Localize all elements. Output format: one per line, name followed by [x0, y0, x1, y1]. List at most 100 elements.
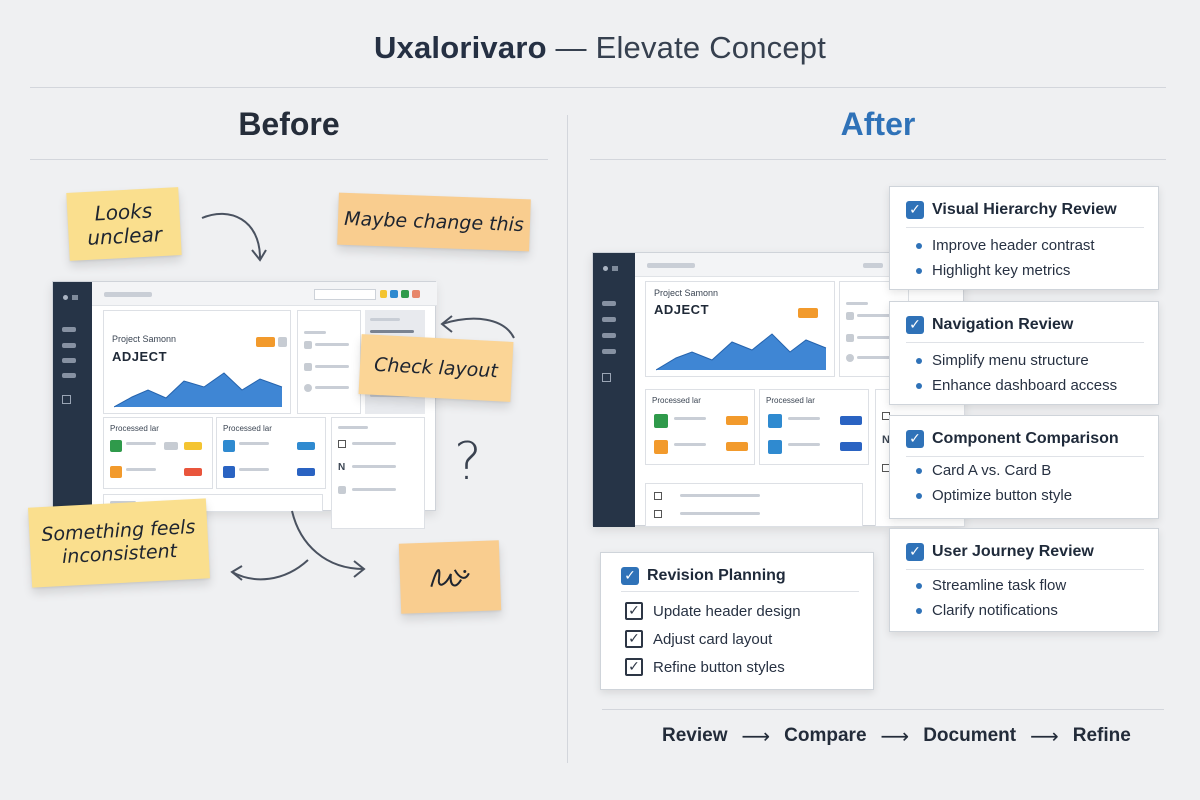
stat-chip-navy — [840, 442, 862, 451]
flow-step-refine: Refine — [1072, 725, 1131, 746]
visual-hierarchy-panel: ✓ Visual Hierarchy Review Improve header… — [889, 186, 1159, 290]
stat-icon-blue — [768, 414, 782, 428]
task-n-icon: N — [338, 462, 346, 473]
list-card-header — [304, 331, 326, 334]
topbar-title-bar — [647, 263, 695, 268]
list-card-header — [846, 302, 868, 305]
topbar-title-bar — [104, 292, 152, 297]
panel-list: Improve header contrast Highlight key me… — [916, 233, 1095, 283]
stat-icon-green — [654, 414, 668, 428]
list-item-icon — [304, 341, 312, 349]
dashboard-sidebar — [53, 282, 92, 512]
checkbox-checked-icon[interactable]: ✓ — [906, 201, 924, 219]
panel-title-text: Visual Hierarchy Review — [932, 201, 1117, 218]
revision-item: ✓Refine button styles — [625, 653, 801, 681]
checkbox-checked-icon[interactable]: ✓ — [621, 567, 639, 585]
after-divider — [590, 159, 1166, 160]
stat-bar — [239, 468, 269, 471]
sidebar-chart-icon — [602, 317, 616, 322]
component-comparison-panel: ✓ Component Comparison Card A vs. Card B… — [889, 415, 1159, 519]
list-item-avatar — [846, 354, 854, 362]
panel-divider — [621, 591, 859, 592]
sidebar-files-icon — [602, 349, 616, 354]
topbar-search-box — [314, 289, 376, 300]
topbar-blue-icon — [390, 290, 398, 298]
stat-card-b: Processed lar — [216, 417, 326, 489]
bullet-icon — [916, 267, 922, 274]
panel-list: Streamline task flow Clarify notificatio… — [916, 573, 1066, 623]
stat-chip-orange — [726, 442, 748, 451]
sidebar-settings-icon — [602, 333, 616, 338]
process-flow: Review ⟶ Compare ⟶ Document ⟶ Refine — [662, 724, 1131, 748]
bullet-icon — [916, 467, 922, 474]
stat-icon-blue — [223, 440, 235, 452]
stat-bar — [788, 443, 820, 446]
panel-divider — [906, 456, 1144, 457]
list-item: Streamline task flow — [916, 573, 1066, 598]
before-dashboard-mockup: Project Samonn ADJECT Processed lar — [52, 281, 437, 529]
chart-card-subtitle: Project Samonn — [112, 334, 177, 344]
list-item-bar — [315, 343, 349, 346]
bullet-icon — [916, 492, 922, 499]
flow-step-compare: Compare — [784, 725, 867, 746]
task-n-icon: N — [882, 434, 890, 446]
checkbox-outline-icon[interactable]: ✓ — [625, 658, 643, 676]
sticky-inconsistent: Something feels inconsistent — [28, 498, 210, 588]
bullet-icon — [916, 357, 922, 364]
curved-arrow-icon — [230, 559, 309, 581]
task-bar — [680, 512, 760, 515]
chart-card-subtitle: Project Samonn — [654, 288, 719, 298]
list-item-avatar — [304, 384, 312, 392]
checkbox-checked-icon[interactable]: ✓ — [906, 430, 924, 448]
stat-card-label: Processed lar — [766, 396, 815, 405]
scribble-icon — [430, 569, 470, 587]
panel-divider — [906, 342, 1144, 343]
stat-chip-navy — [297, 468, 315, 476]
checkbox-checked-icon[interactable]: ✓ — [906, 543, 924, 561]
panel-title-text: Navigation Review — [932, 316, 1074, 333]
stat-bar — [674, 417, 706, 420]
stat-chip — [164, 442, 178, 450]
chart-card: Project Samonn ADJECT — [645, 281, 835, 377]
title-subtitle: Elevate Concept — [595, 30, 827, 65]
panel-divider — [906, 569, 1144, 570]
task-checkbox-icon — [654, 510, 662, 518]
list-item: Clarify notifications — [916, 598, 1066, 623]
stat-bar — [788, 417, 820, 420]
checkbox-outline-icon[interactable]: ✓ — [625, 630, 643, 648]
checkbox-checked-icon[interactable]: ✓ — [906, 316, 924, 334]
area-chart — [656, 333, 827, 371]
list-item: Improve header contrast — [916, 233, 1095, 258]
sticky-looks-unclear: Looks unclear — [66, 187, 182, 261]
stat-icon-orange — [654, 440, 668, 454]
panel-list: Simplify menu structure Enhance dashboar… — [916, 348, 1117, 398]
navigation-review-panel: ✓ Navigation Review Simplify menu struct… — [889, 301, 1159, 405]
task-image-icon — [338, 486, 346, 494]
flow-step-review: Review — [662, 725, 728, 746]
sidebar-doc-icon — [602, 373, 611, 382]
task-bar — [352, 465, 396, 468]
stat-bar — [674, 443, 706, 446]
page-title: Uxalorivaro — Elevate Concept — [0, 30, 1200, 66]
bullet-icon — [916, 242, 922, 249]
revision-item: ✓Update header design — [625, 597, 801, 625]
stat-bar — [126, 442, 156, 445]
arrow-right-icon: ⟶ — [1030, 724, 1059, 748]
before-heading: Before — [238, 106, 340, 142]
curved-arrow-icon — [201, 212, 267, 262]
sticky-looks-unclear-line1: Looks — [93, 198, 153, 226]
chart-card: Project Samonn ADJECT — [103, 310, 291, 414]
task-bar — [352, 442, 396, 445]
stat-chip-blue — [297, 442, 315, 450]
panel-title-text: Component Comparison — [932, 430, 1119, 447]
panel-title-text: Revision Planning — [647, 567, 786, 584]
checkbox-outline-icon[interactable]: ✓ — [625, 602, 643, 620]
stat-card-label: Processed lar — [223, 424, 272, 433]
list-item-icon — [304, 363, 312, 371]
brand-name: Uxalorivaro — [373, 30, 547, 65]
sidebar-logo-icon — [603, 266, 608, 271]
stat-chip-navy — [840, 416, 862, 425]
sidebar-settings-icon — [62, 358, 76, 363]
sidebar-doc-icon — [62, 395, 71, 404]
stat-icon-navy — [223, 466, 235, 478]
